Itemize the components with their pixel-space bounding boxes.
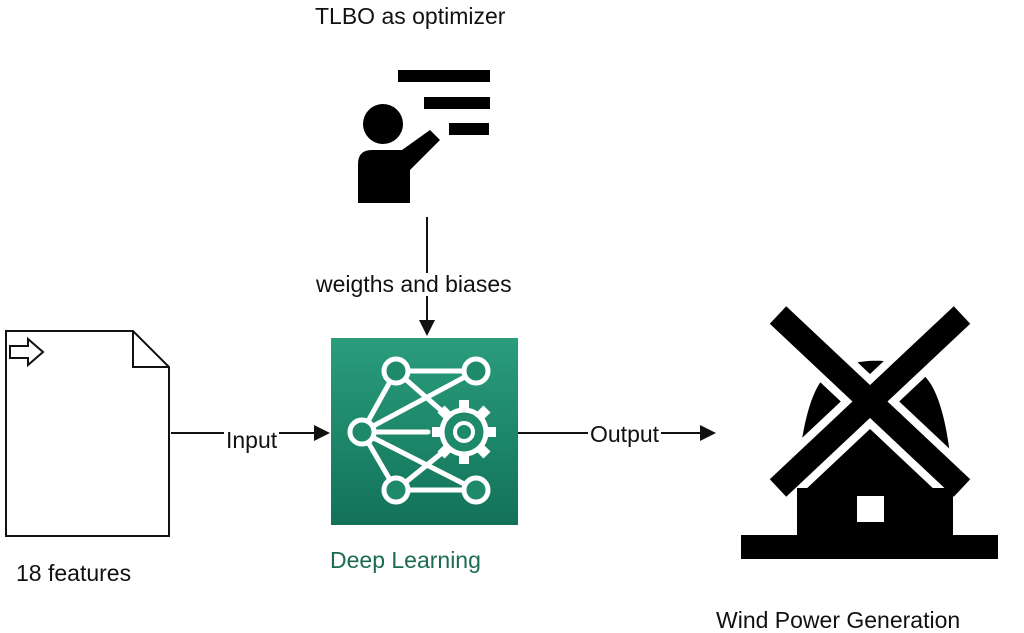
teacher-presentation-icon [358, 70, 490, 203]
edge-label-output: Output [588, 421, 662, 447]
neural-network-gear-icon [331, 338, 518, 525]
windmill-icon [741, 300, 998, 559]
output-node-label: Wind Power Generation [716, 607, 961, 633]
edge-label-weights: weigths and biases [314, 271, 514, 297]
edge-label-input: Input [224, 427, 280, 453]
weights-arrow [419, 217, 435, 336]
input-node-label: 18 features [16, 560, 132, 586]
teacher-title: TLBO as optimizer [315, 3, 506, 29]
document-arrow-icon [5, 330, 170, 537]
model-node-label: Deep Learning [330, 547, 481, 573]
